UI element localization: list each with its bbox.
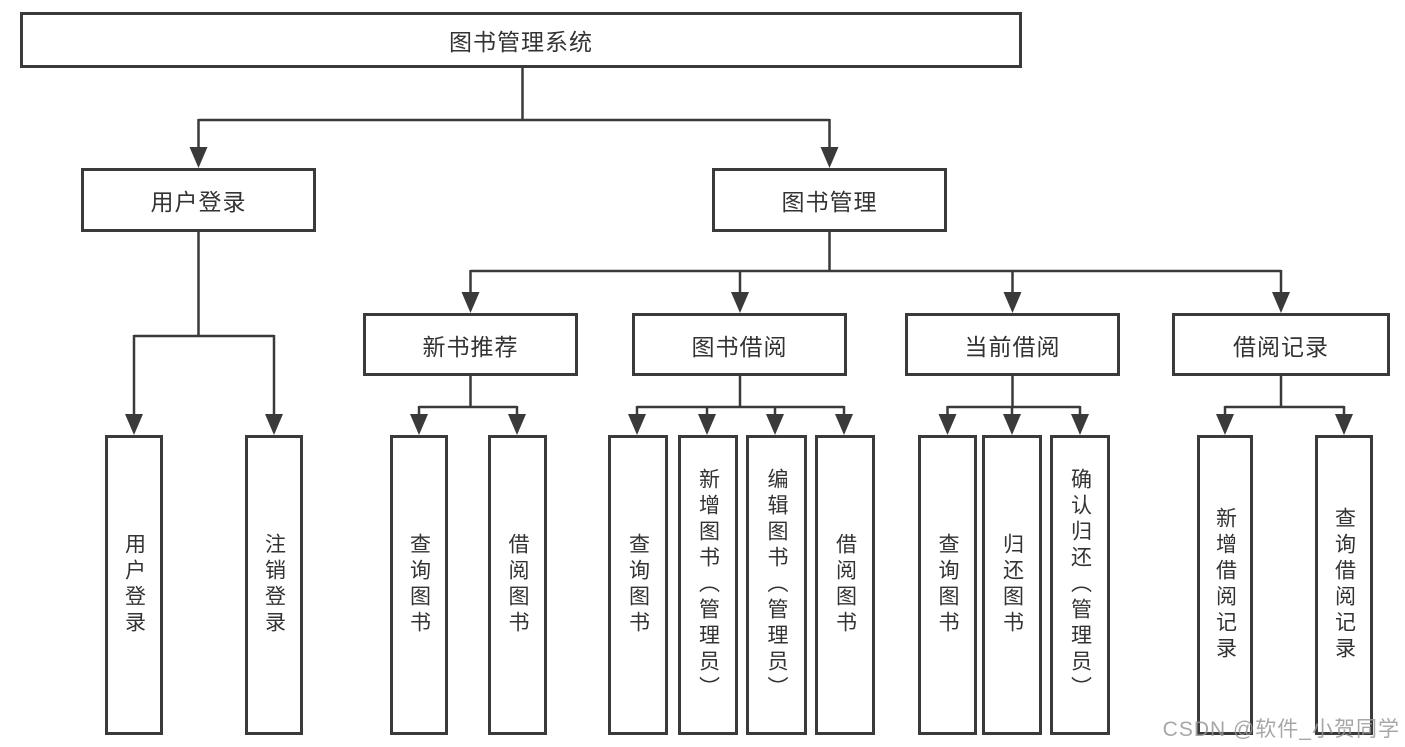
leaf-borrow-books: 借阅图书	[815, 435, 875, 735]
node-new-book-recommend: 新书推荐	[363, 313, 578, 376]
tree-edges	[132, 68, 1346, 416]
leaf-add-books-admin: 新增图书（管理员）	[678, 435, 738, 735]
node-root: 图书管理系统	[20, 12, 1022, 68]
node-borrow-records: 借阅记录	[1172, 313, 1390, 376]
leaf-confirm-return-admin: 确认归还（管理员）	[1050, 435, 1110, 735]
leaf-borrow-books-recommend: 借阅图书	[488, 435, 547, 735]
leaf-add-borrow-record: 新增借阅记录	[1197, 435, 1253, 735]
leaf-query-books-recommend: 查询图书	[390, 435, 448, 735]
leaf-logout: 注销登录	[245, 435, 303, 735]
leaf-query-books-current: 查询图书	[918, 435, 977, 735]
leaf-return-books: 归还图书	[982, 435, 1042, 735]
node-book-borrow: 图书借阅	[632, 313, 847, 376]
node-current-borrow: 当前借阅	[905, 313, 1120, 376]
leaf-query-books-borrow: 查询图书	[608, 435, 668, 735]
node-book-management: 图书管理	[712, 168, 947, 232]
node-user-login: 用户登录	[81, 168, 316, 232]
csdn-watermark: CSDN @软件_小贺同学	[1162, 718, 1400, 741]
leaf-edit-books-admin: 编辑图书（管理员）	[746, 435, 807, 735]
leaf-user-login: 用户登录	[105, 435, 163, 735]
leaf-query-borrow-record: 查询借阅记录	[1315, 435, 1373, 735]
